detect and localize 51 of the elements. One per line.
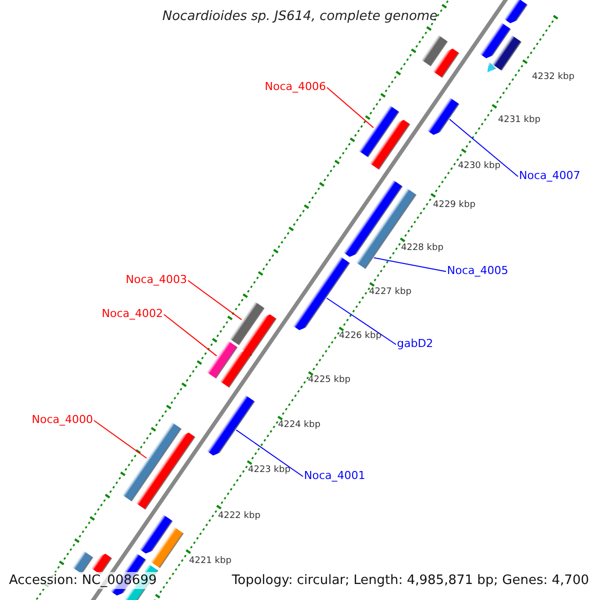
gene-label: gabD2	[397, 337, 434, 350]
title: Nocardioides sp. JS614, complete genome	[161, 9, 439, 24]
position-label: 4224 kbp	[278, 420, 320, 430]
position-label: 4231 kbp	[498, 115, 540, 125]
gene-feature	[139, 514, 173, 554]
gene-feature	[219, 350, 252, 388]
gene-label: Noca_4006	[264, 80, 326, 93]
accession-text: Accession: NC_008699	[6, 572, 160, 589]
gene-block	[492, 35, 522, 71]
gene-feature	[369, 120, 410, 170]
position-label: 4221 kbp	[189, 556, 232, 566]
gene-feature	[343, 180, 403, 257]
position-label: 4223 kbp	[248, 465, 290, 475]
gene-feature	[292, 256, 350, 330]
gene-label: Noca_4000	[32, 413, 93, 426]
position-label: 4227 kbp	[369, 287, 412, 297]
gene-label: Noca_4001	[304, 469, 366, 482]
leader-line	[188, 280, 242, 320]
gene-block	[229, 301, 265, 346]
gene-block	[122, 422, 182, 502]
gene-feature	[90, 554, 112, 575]
gene-block	[150, 526, 184, 568]
position-label: 4229 kbp	[433, 200, 476, 210]
leader-line	[236, 429, 304, 477]
leader-line	[373, 257, 446, 272]
position-label: 4222 kbp	[218, 511, 260, 521]
position-label: 4226 kbp	[339, 331, 382, 341]
position-label: 4225 kbp	[308, 375, 350, 385]
position-label: 4228 kbp	[401, 243, 444, 253]
gene-label: Noca_4005	[447, 264, 508, 277]
gene-feature	[504, 0, 528, 24]
position-label: 4230 kbp	[458, 161, 500, 171]
gene-feature	[480, 22, 511, 58]
position-label: 4232 kbp	[532, 72, 574, 82]
leader-line	[326, 298, 396, 345]
gene-label: Noca_4007	[519, 169, 580, 182]
gene-block	[72, 550, 94, 574]
gene-block	[358, 105, 400, 158]
gene-feature	[426, 97, 460, 135]
gene-feature	[206, 394, 255, 456]
leader-line	[449, 118, 518, 177]
gene-label: Noca_4002	[102, 307, 163, 320]
leader-line	[94, 420, 147, 459]
gene-block	[420, 34, 448, 66]
leader-line	[164, 314, 218, 356]
gene-feature	[487, 61, 496, 72]
gene-feature	[241, 314, 277, 356]
gene-feature	[136, 432, 196, 510]
gene-label: Noca_4003	[126, 273, 187, 286]
gene-feature	[432, 48, 460, 78]
gene-block	[206, 340, 238, 379]
